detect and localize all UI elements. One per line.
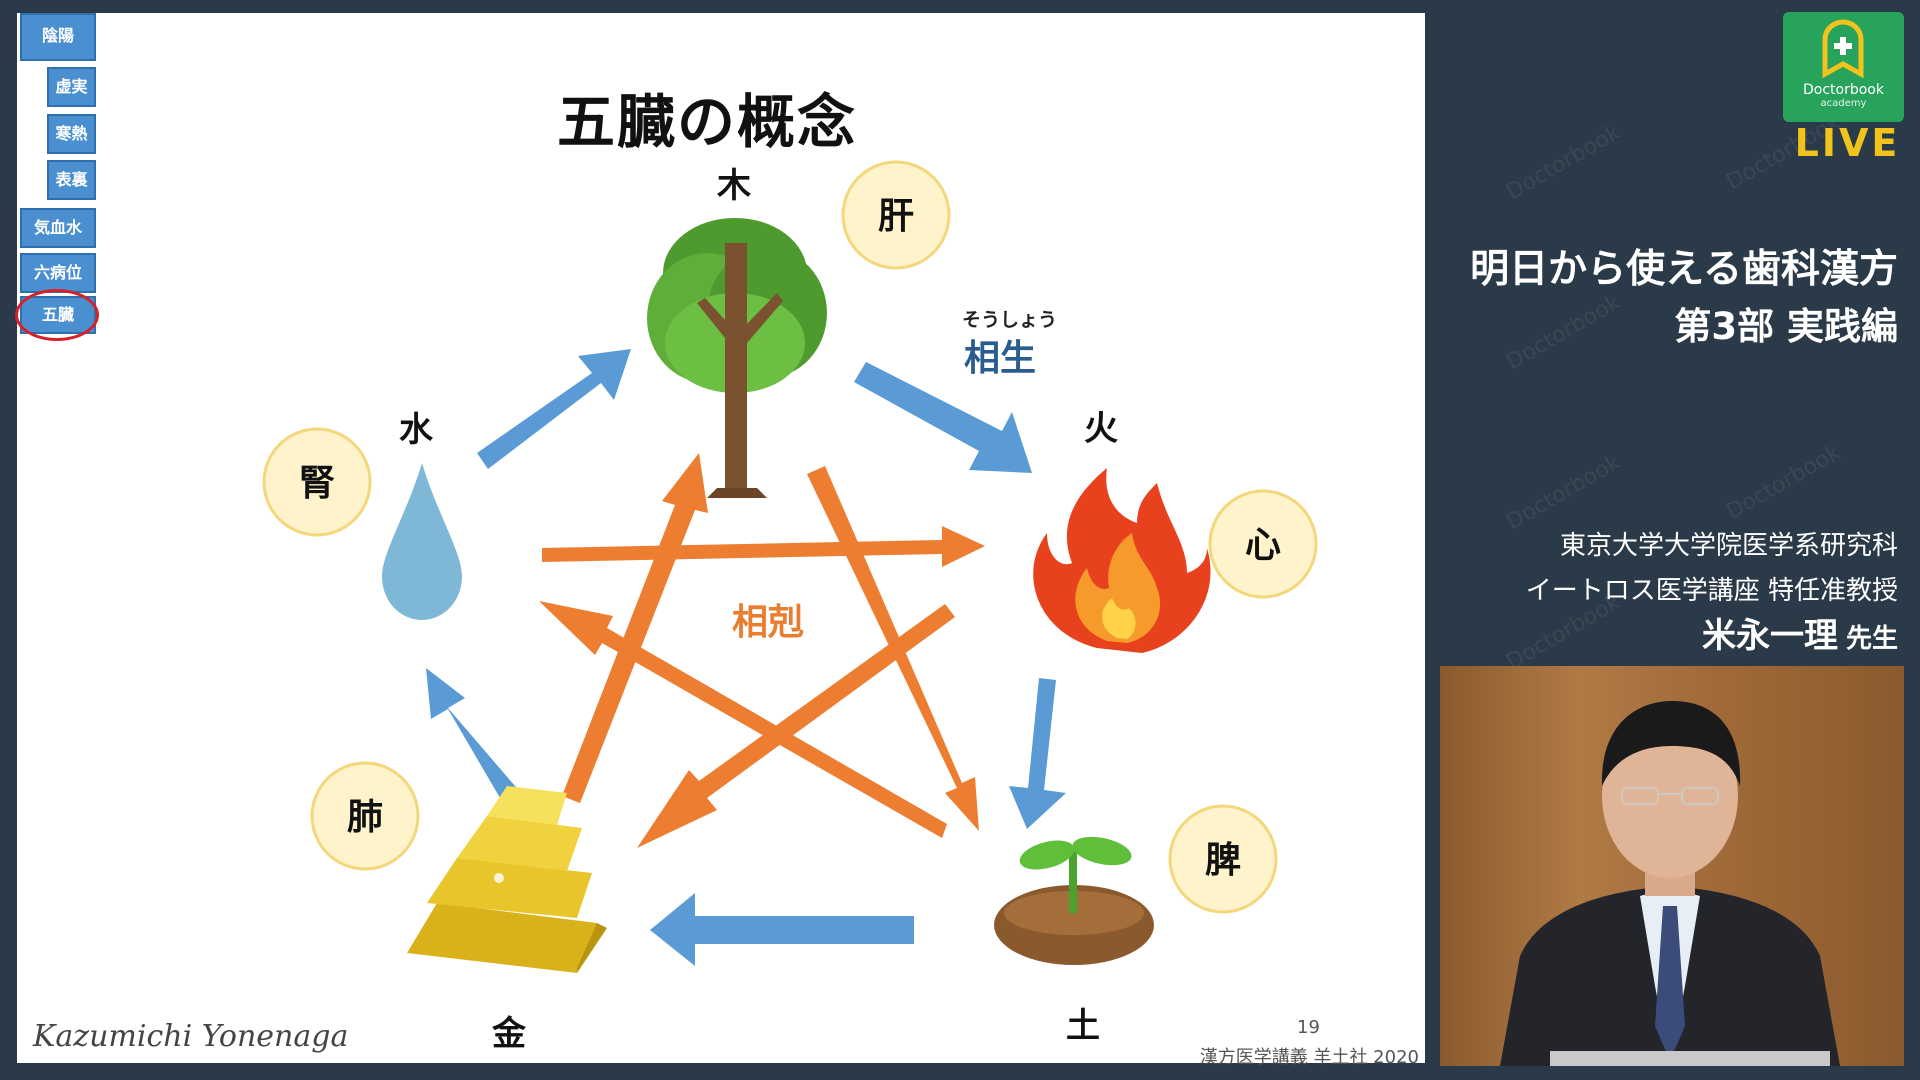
organ-circle-heart: 心: [1208, 489, 1318, 599]
nav-button-kyojitsu[interactable]: 虚実: [47, 67, 96, 107]
fire-icon: [1033, 468, 1211, 653]
course-part: 第3部 実践編: [1674, 305, 1898, 348]
element-label-wood: 木: [716, 166, 751, 206]
controlling-cycle-label: 相剋: [732, 602, 805, 643]
organ-circle-kidney: 腎: [262, 427, 372, 537]
doctorbook-logo: Doctorbook academy: [1783, 12, 1904, 122]
element-label-metal: 金: [491, 1014, 527, 1054]
live-badge: LIVE: [1794, 121, 1901, 165]
generating-cycle-arrows: [426, 349, 1066, 966]
generating-cycle-label: 相生: [964, 338, 1037, 379]
watermark: Doctorbook: [1722, 439, 1845, 526]
organ-circle-liver: 肝: [841, 160, 951, 270]
organ-label-kidney: 腎: [299, 463, 335, 504]
element-label-fire: 火: [1084, 409, 1118, 449]
organ-circle-lung: 肺: [310, 761, 420, 871]
nav-button-hyori[interactable]: 表裏: [47, 160, 96, 200]
presenter-silhouette: [1500, 701, 1840, 1066]
arrow-fire-to-metal: [637, 604, 955, 848]
arrow-wood-to-fire: [854, 362, 1032, 473]
arrow-water-to-wood: [477, 349, 631, 469]
organ-circle-spleen: 脾: [1168, 804, 1278, 914]
lecturer-honorific: 先生: [1845, 624, 1898, 654]
watermark: Doctorbook: [1502, 289, 1625, 376]
arrow-earth-to-metal: [650, 893, 914, 966]
arrow-fire-to-earth: [1009, 678, 1066, 829]
slide-title: 五臓の概念: [556, 88, 857, 156]
watermark: Doctorbook: [1502, 119, 1625, 206]
organ-label-lung: 肺: [347, 797, 383, 838]
controlling-cycle-arrows: [539, 453, 985, 848]
water-drop-icon: [382, 463, 462, 620]
lecturer-name: 米永一理: [1701, 616, 1838, 656]
logo-subtext: academy: [1820, 98, 1867, 109]
watermark: Doctorbook: [1502, 449, 1625, 536]
element-label-water: 水: [399, 410, 434, 450]
lecturer-name-line: 米永一理先生: [1702, 608, 1898, 657]
nav-button-rokubyoi[interactable]: 六病位: [20, 253, 96, 293]
course-title: 明日から使える歯科漢方: [1470, 247, 1898, 292]
lecturer-video-feed[interactable]: [1440, 666, 1904, 1066]
organ-label-heart: 心: [1245, 525, 1281, 566]
slide-copyright: 漢方医学講義 羊土社 2020: [1199, 1047, 1419, 1068]
earth-sprout-icon: [994, 836, 1154, 965]
active-nav-indicator: [15, 289, 99, 341]
arrow-metal-to-water: [426, 668, 521, 803]
nav-button-inyo[interactable]: 陰陽: [20, 13, 96, 61]
five-elements-diagram: 木 火 土 金 水 肝 心 脾 肺 腎: [262, 160, 1318, 1054]
bookmark-icon: [1822, 19, 1864, 79]
gold-bars-icon: [407, 786, 607, 973]
nav-button-kannetsu[interactable]: 寒熱: [47, 114, 96, 154]
author-signature: Kazumichi Yonenaga: [33, 1019, 349, 1054]
slide: 陰陽 虚実 寒熱 表裏 気血水 六病位 五臓 五臓の概念: [15, 13, 1425, 1068]
logo-text: Doctorbook: [1803, 82, 1884, 98]
nav-button-kiketsusui[interactable]: 気血水: [20, 208, 96, 248]
organ-label-spleen: 脾: [1205, 840, 1241, 881]
lecturer-affiliation-1: 東京大学大学院医学系研究科: [1559, 531, 1898, 561]
generating-cycle-ruby: そうしょう: [962, 309, 1058, 331]
arrow-earth-to-water: [539, 601, 947, 838]
slide-page-number: 19: [1297, 1017, 1320, 1038]
arrow-water-to-fire: [542, 526, 985, 567]
arrow-metal-to-wood: [562, 453, 708, 803]
organ-label-liver: 肝: [878, 196, 914, 237]
element-label-earth: 土: [1066, 1006, 1100, 1046]
lecturer-affiliation-2: イートロス医学講座 特任准教授: [1525, 576, 1898, 606]
tree-icon: [647, 218, 827, 498]
